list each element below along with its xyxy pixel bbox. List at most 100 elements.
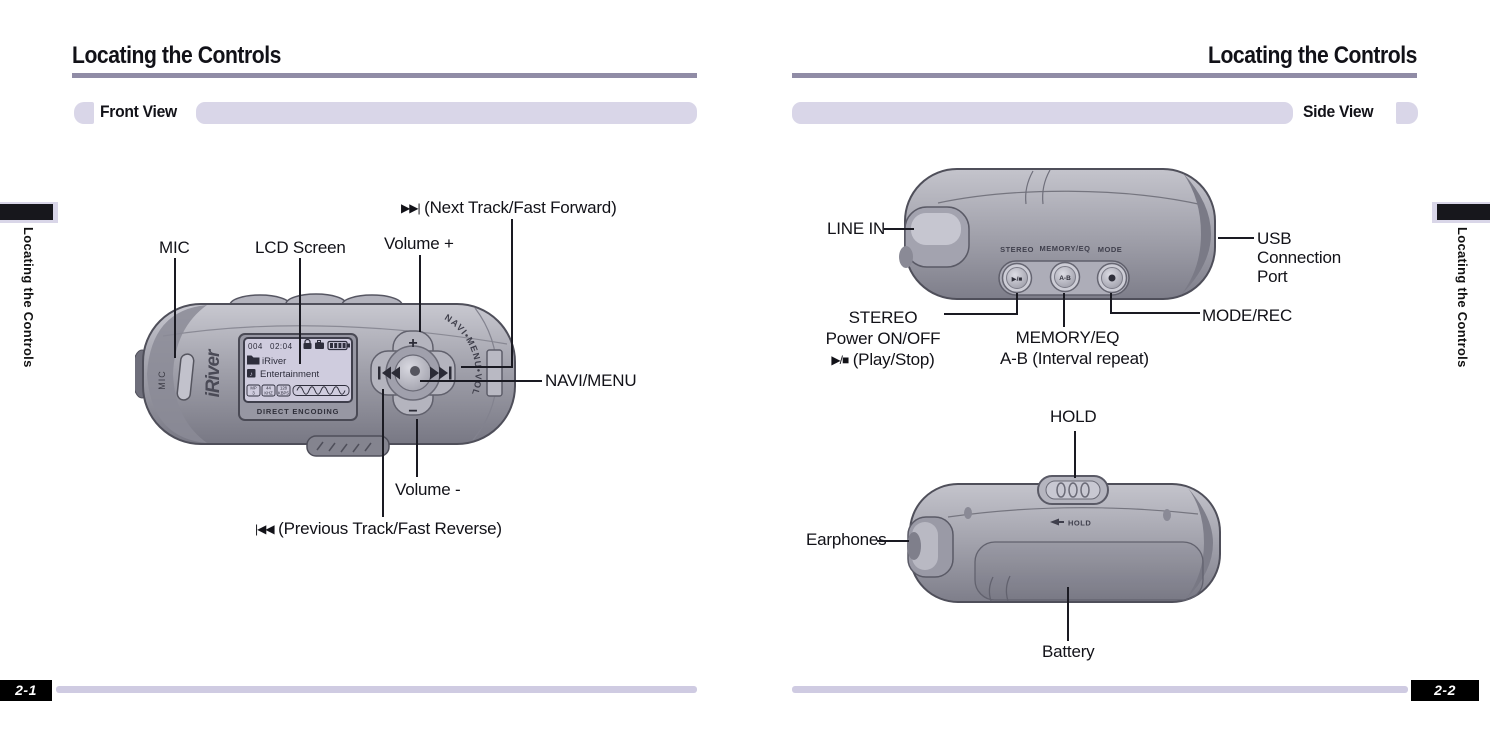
hold-print: HOLD: [1068, 519, 1091, 528]
note-glyph: ♪: [250, 371, 253, 378]
badge-kbps-bot: KBPS: [278, 391, 289, 396]
callout-usb-line2: Connection: [1257, 248, 1342, 267]
badge-mp3-bot: 3: [252, 391, 255, 396]
leader-volume-up: [419, 255, 421, 332]
leader-stereo-v: [1016, 293, 1018, 315]
leader-navi: [420, 380, 542, 382]
next-track-glyph: [430, 366, 452, 380]
lock-icon: [303, 338, 312, 349]
mode-rec-button: [1096, 262, 1128, 294]
mic-print: MIC: [157, 370, 167, 390]
print-mode: MODE: [1098, 245, 1123, 254]
battery-icon: [327, 340, 350, 351]
callout-navi-menu: NAVI/MENU: [545, 371, 637, 390]
print-memory-eq: MEMORY/EQ: [1040, 244, 1091, 253]
side-view-device-bottom: HOLD: [907, 475, 1221, 603]
leader-hold: [1074, 431, 1076, 478]
leader-lcd: [299, 258, 301, 364]
print-stereo: STEREO: [1000, 245, 1034, 254]
folder-icon: [247, 355, 260, 365]
codec-badges: [246, 384, 350, 397]
callout-memory-eq: MEMORY/EQ A-B (Interval repeat): [1000, 327, 1149, 369]
banner-bar-right: [792, 102, 1293, 124]
hold-arrow-icon: [1050, 518, 1059, 526]
callout-play-stop-text: (Play/Stop): [852, 350, 935, 369]
memory-eq-button-glyph: A-B: [1059, 275, 1071, 282]
section-heading-side-view: Side View: [1303, 102, 1374, 121]
page-title-right: Locating the Controls: [1208, 42, 1417, 69]
leader-battery: [1067, 587, 1069, 641]
leader-earphones: [877, 540, 909, 542]
badge-khz-bot: KHZ: [264, 391, 273, 396]
navi-center-knob: [410, 366, 420, 376]
badge-kbps-top: 128: [280, 386, 288, 391]
lcd-genre: Entertainment: [260, 369, 320, 380]
hold-switch: [1037, 475, 1109, 505]
next-track-icon: ▶▶|: [401, 201, 421, 215]
prev-track-icon: |◀◀: [255, 522, 275, 536]
case-icon: [315, 340, 324, 349]
sidebar-tab-text-right: Locating the Controls: [1455, 227, 1470, 368]
sidebar-tab-bar-left: [0, 204, 53, 220]
lcd-track-number: 004: [248, 342, 263, 351]
banner-bar-left: [196, 102, 697, 124]
callout-mode-rec: MODE/REC: [1202, 306, 1293, 325]
badge-mp3-top: MP: [250, 386, 256, 391]
side-view-device-top: STEREO MEMORY/EQ MODE ▶/■ A-B: [899, 168, 1216, 300]
brand-logo: iRiver: [203, 348, 224, 397]
callout-line-in: LINE IN: [827, 219, 886, 238]
leader-volume-down: [416, 419, 418, 477]
title-rule-right: [792, 73, 1417, 78]
lcd-folder-name: iRiver: [262, 356, 286, 367]
sidebar-tab-text-left: Locating the Controls: [21, 227, 36, 368]
mic-slot: [176, 353, 195, 401]
callout-volume-up: Volume +: [384, 234, 454, 253]
callout-usb-line3: Port: [1257, 267, 1288, 286]
memory-eq-button: A-B: [1049, 261, 1081, 293]
volume-minus-print: −: [408, 403, 417, 420]
page-number-right: 2-2: [1411, 680, 1479, 701]
rec-dot-icon: [1108, 274, 1116, 282]
note-icon: [247, 369, 256, 378]
lcd-module: 004 02:04 iRiver: [238, 333, 358, 421]
line-in-jack: [899, 206, 970, 268]
callout-usb: USB Connection Port: [1257, 229, 1341, 286]
front-view-device: MIC iRiver 004 02:04: [135, 293, 516, 457]
prev-track-glyph: [378, 366, 400, 380]
callout-memory-line1: MEMORY/EQ: [1015, 328, 1120, 347]
play-stop-button-glyph: ▶/■: [1012, 276, 1023, 283]
usb-cover: [486, 349, 503, 397]
leader-mode-rec-h: [1110, 312, 1200, 314]
callout-earphones: Earphones: [806, 530, 887, 549]
page-title-left: Locating the Controls: [72, 42, 281, 69]
hold-print-group: HOLD: [1050, 518, 1091, 528]
leader-line-in: [884, 228, 914, 230]
callout-stereo-line3: ▶/■ (Play/Stop): [818, 349, 948, 372]
lcd-time: 02:04: [270, 342, 293, 351]
footer-line-right: [792, 686, 1408, 693]
callout-lcd-screen: LCD Screen: [255, 238, 346, 257]
banner-cap-left: [74, 102, 94, 124]
navi-wheel: + − NAVI•MENU•VOL: [370, 312, 482, 420]
battery-door: [974, 541, 1204, 602]
callout-usb-line1: USB: [1257, 229, 1292, 248]
callout-prev-track-text: (Previous Track/Fast Reverse): [278, 519, 502, 538]
leader-mic: [174, 258, 176, 358]
footer-line-left: [56, 686, 697, 693]
leader-mode-rec-v: [1110, 293, 1112, 314]
belt-clip: [306, 435, 390, 457]
callout-prev-track: |◀◀ (Previous Track/Fast Reverse): [255, 519, 502, 540]
page-number-left: 2-1: [0, 680, 52, 701]
callout-stereo: STEREO Power ON/OFF ▶/■ (Play/Stop): [818, 307, 948, 372]
sidebar-tab-bar-right: [1437, 204, 1490, 220]
leader-next-v: [511, 219, 513, 368]
earphone-jack: [907, 516, 954, 578]
leader-stereo-h: [944, 313, 1018, 315]
title-rule-left: [72, 73, 697, 78]
leader-memory-eq: [1063, 293, 1065, 327]
callout-stereo-line2: Power ON/OFF: [825, 329, 941, 348]
play-stop-icon: ▶/■: [831, 353, 849, 367]
play-stop-button: ▶/■: [1001, 262, 1033, 294]
waveform-icon: [296, 386, 346, 395]
